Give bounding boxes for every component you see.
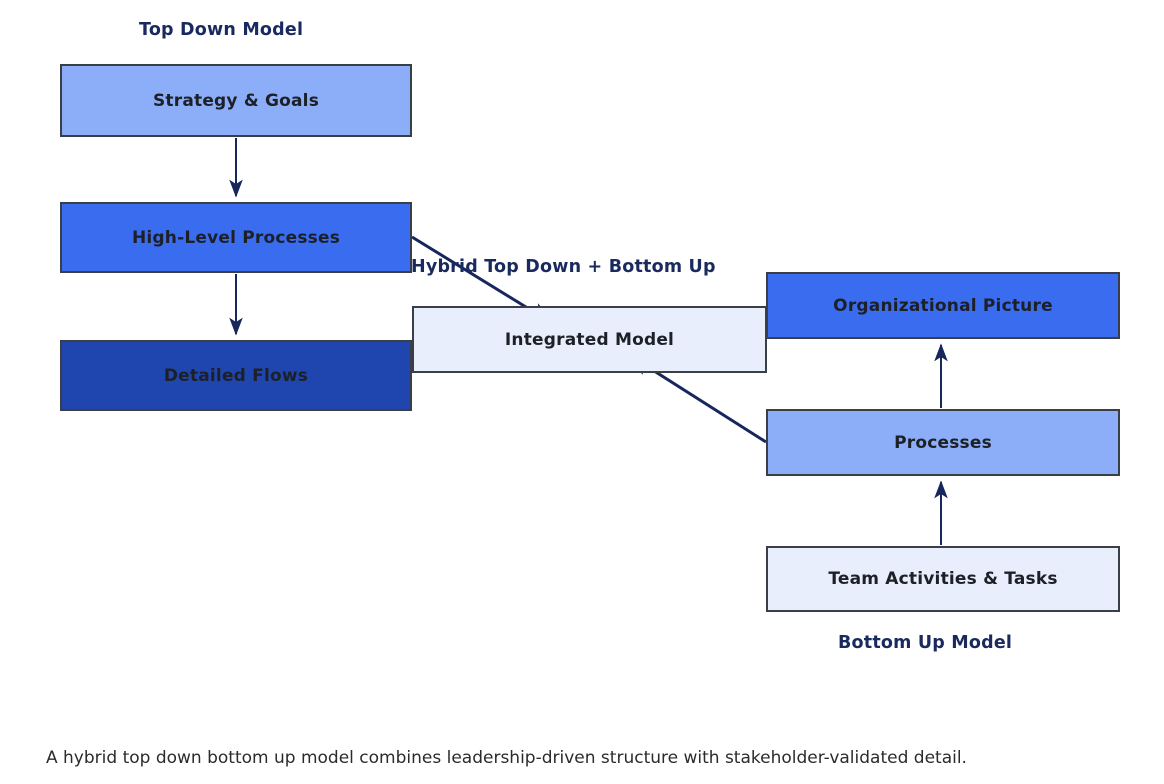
node-organizational-picture[interactable]: Organizational Picture xyxy=(766,272,1120,339)
node-high-level-processes[interactable]: High-Level Processes xyxy=(60,202,412,273)
diagram-caption: A hybrid top down bottom up model combin… xyxy=(46,748,967,768)
node-team-activities-and-tasks[interactable]: Team Activities & Tasks xyxy=(766,546,1120,612)
group-title-bottom-up: Bottom Up Model xyxy=(838,633,1013,653)
node-integrated-model[interactable]: Integrated Model xyxy=(412,306,767,373)
edge-label-hybrid: Hybrid Top Down + Bottom Up xyxy=(411,257,716,277)
node-processes[interactable]: Processes xyxy=(766,409,1120,476)
node-detailed-flows[interactable]: Detailed Flows xyxy=(60,340,412,411)
node-strategy-and-goals[interactable]: Strategy & Goals xyxy=(60,64,412,137)
group-title-top-down: Top Down Model xyxy=(139,20,304,40)
